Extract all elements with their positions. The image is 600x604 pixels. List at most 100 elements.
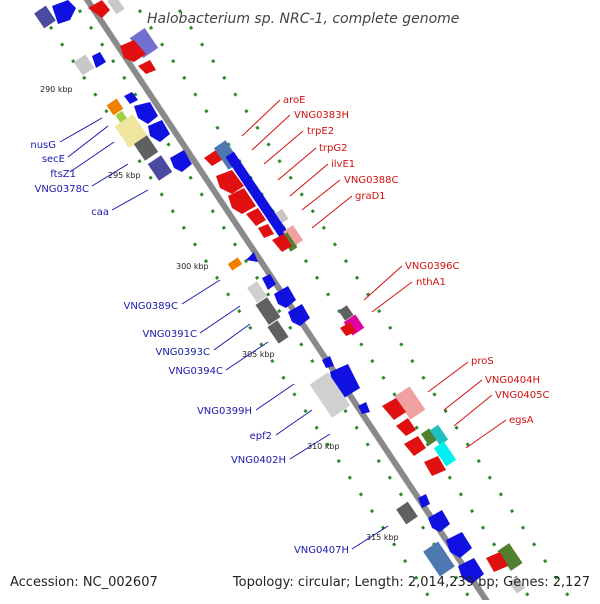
gene-box[interactable] (343, 314, 365, 336)
gene-box[interactable] (394, 386, 426, 420)
gene-label-right[interactable]: VNG0388C (344, 175, 399, 186)
gene-box[interactable] (246, 281, 268, 303)
tick-label: 300 kbp (176, 262, 209, 271)
gene-arrow[interactable] (288, 304, 310, 326)
gene-arrow[interactable] (204, 150, 222, 166)
tick-label: 295 kbp (108, 171, 141, 180)
gene-arrow[interactable] (92, 52, 106, 68)
gene-arrow[interactable] (124, 92, 138, 104)
gene-box[interactable] (309, 372, 351, 418)
gene-arrow[interactable] (228, 188, 256, 214)
gene-arrow[interactable] (138, 60, 156, 74)
gene-arrow[interactable] (382, 398, 406, 420)
gene-label-right[interactable]: graD1 (355, 191, 386, 202)
gene-arrow[interactable] (340, 322, 356, 336)
gene-label-right[interactable]: egsA (509, 415, 534, 426)
gene-box[interactable] (338, 305, 354, 321)
tick-label: 315 kbp (366, 533, 399, 542)
gene-box[interactable] (423, 541, 455, 577)
gene-box[interactable] (396, 501, 418, 525)
gene-arrow[interactable] (428, 510, 450, 532)
gene-label-right[interactable]: VNG0404H (485, 375, 540, 386)
gene-arrow[interactable] (486, 552, 508, 572)
gene-label-right[interactable]: VNG0396C (405, 261, 460, 272)
genes-inner (34, 0, 484, 584)
gene-label-right[interactable]: VNG0405C (495, 390, 550, 401)
topology-text: Topology: circular; Length: 2,014,239 bp… (232, 575, 590, 590)
gene-label-left[interactable]: secE (42, 154, 65, 165)
gene-arrow[interactable] (148, 120, 170, 142)
gene-box[interactable] (73, 54, 95, 76)
gene-arrow[interactable] (274, 286, 296, 308)
tick-label: 310 kbp (307, 442, 340, 451)
gene-label-left[interactable]: VNG0391C (142, 329, 197, 340)
gene-arrow[interactable] (446, 532, 472, 558)
left-labels: nusG secE ftsZ1 VNG0378C caa VNG0389C VN… (30, 140, 349, 556)
gene-box[interactable] (114, 114, 148, 148)
gene-box[interactable] (275, 208, 289, 224)
gene-box[interactable] (508, 576, 526, 594)
gene-arrow[interactable] (52, 0, 76, 24)
gene-box[interactable] (282, 225, 304, 247)
gene-arrow[interactable] (88, 0, 110, 18)
gene-label-left[interactable]: VNG0378C (34, 184, 89, 195)
gene-box[interactable] (129, 28, 159, 58)
gene-label-right[interactable]: VNG0383H (294, 110, 349, 121)
gene-arrow[interactable] (262, 274, 276, 290)
map-title: Halobacterium sp. NRC-1, complete genome (147, 11, 459, 27)
gene-label-left[interactable]: VNG0399H (197, 406, 252, 417)
gene-arrow[interactable] (246, 252, 258, 262)
gene-label-left[interactable]: nusG (30, 140, 56, 151)
gene-box[interactable] (107, 0, 125, 15)
gene-label-right[interactable]: ilvE1 (331, 159, 355, 170)
gene-arrow[interactable] (134, 102, 158, 124)
gene-arrow[interactable] (170, 150, 192, 172)
gene-label-right[interactable]: trpE2 (307, 126, 334, 137)
gene-label-right[interactable]: nthA1 (416, 277, 446, 288)
gene-box[interactable] (497, 543, 523, 571)
gene-box[interactable] (267, 320, 289, 344)
gene-arrow[interactable] (424, 456, 446, 476)
gene-label-left[interactable]: caa (91, 207, 109, 218)
gene-label-right[interactable]: trpG2 (319, 143, 348, 154)
gene-arrow[interactable] (246, 208, 266, 226)
gene-label-right[interactable]: proS (471, 356, 494, 367)
gene-label-left[interactable]: VNG0402H (231, 455, 286, 466)
gene-arrow[interactable] (258, 224, 274, 238)
track-outer (130, 0, 536, 604)
gene-box[interactable] (34, 5, 56, 29)
gene-label-left[interactable]: VNG0407H (294, 545, 349, 556)
gene-arrow[interactable] (404, 436, 426, 456)
gene-label-left[interactable]: ftsZ1 (50, 169, 76, 180)
gene-arrow[interactable] (216, 170, 244, 194)
gene-box[interactable] (225, 151, 289, 239)
gene-box[interactable] (420, 428, 438, 446)
gene-arrow[interactable] (396, 418, 416, 436)
gene-arrow[interactable] (322, 356, 334, 368)
gene-arrow[interactable] (120, 40, 146, 62)
gene-box[interactable] (147, 155, 173, 181)
gene-arrow[interactable] (418, 494, 430, 508)
gene-arrow[interactable] (272, 234, 292, 252)
gene-arrow[interactable] (358, 402, 370, 414)
right-leader-lines (241, 99, 507, 449)
gene-label-left[interactable]: epf2 (250, 431, 272, 442)
right-labels: aroE VNG0383H trpE2 trpG2 ilvE1 VNG0388C… (283, 95, 550, 426)
gene-arrow[interactable] (458, 558, 484, 584)
gene-label-left[interactable]: VNG0394C (168, 366, 223, 377)
gene-box[interactable] (433, 441, 457, 467)
gene-box[interactable] (227, 257, 243, 271)
gene-box[interactable] (133, 135, 159, 161)
gene-label-left[interactable]: VNG0389C (123, 301, 178, 312)
gene-label-right[interactable]: aroE (283, 95, 305, 106)
gene-box[interactable] (255, 297, 281, 325)
tick-label: 290 kbp (40, 85, 73, 94)
gene-box[interactable] (429, 424, 449, 446)
left-leader-lines (59, 117, 389, 550)
gene-box[interactable] (106, 98, 124, 116)
tick-label: 305 kbp (242, 350, 275, 359)
genes-outer (88, 0, 526, 594)
gene-label-left[interactable]: VNG0393C (155, 347, 210, 358)
